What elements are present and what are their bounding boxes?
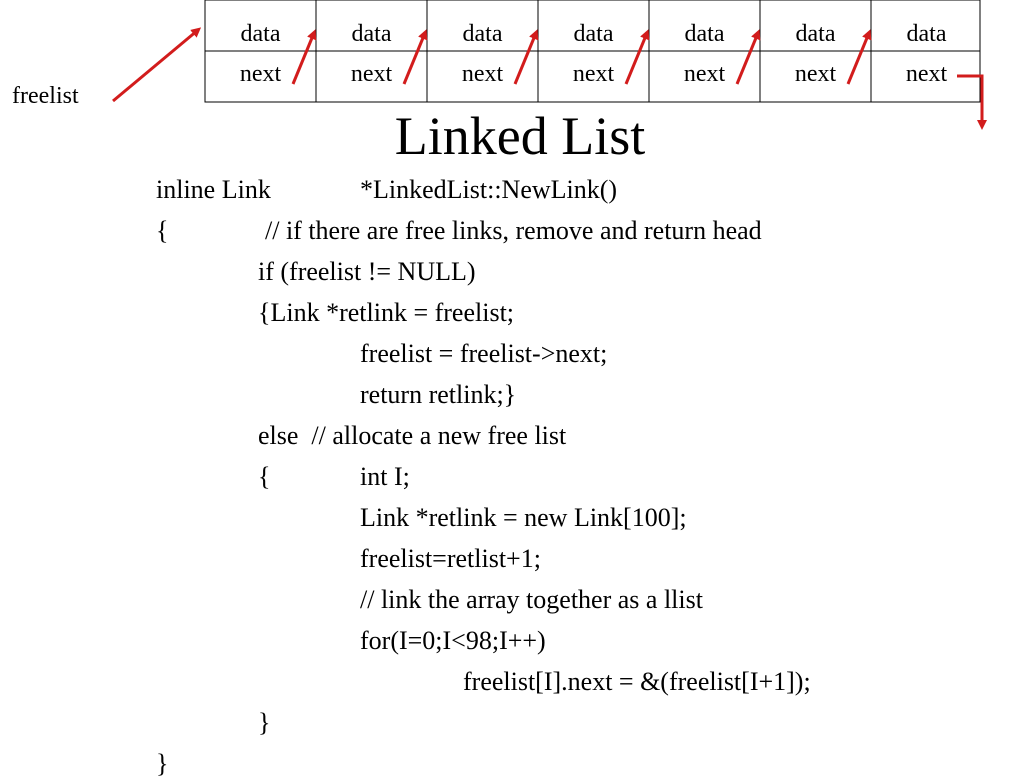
- node-3-data: data: [462, 21, 503, 47]
- code-line: freelist = freelist->next;: [360, 339, 608, 368]
- next-arrow-2: [402, 29, 428, 85]
- linked-list-diagram: [112, 0, 987, 130]
- code-line: Link *retlink = new Link[100];: [360, 503, 687, 532]
- node-grid: [204, 0, 981, 103]
- node-1-next: next: [239, 61, 282, 87]
- node-3-next: next: [461, 61, 504, 87]
- node-6-next: next: [794, 61, 837, 87]
- slide-title: Linked List: [394, 106, 646, 166]
- next-arrow-5: [735, 29, 761, 85]
- next-arrow-3: [513, 29, 539, 85]
- node-5-next: next: [683, 61, 726, 87]
- node-5-data: data: [684, 21, 725, 47]
- node-2-data: data: [351, 21, 392, 47]
- code-comment: // if there are free links, remove and r…: [265, 216, 762, 245]
- node-4-data: data: [573, 21, 614, 47]
- next-arrow-1: [291, 29, 317, 85]
- code-line: freelist=retlist+1;: [360, 544, 541, 573]
- node-7-next: next: [905, 61, 948, 87]
- code-line: {: [156, 216, 169, 245]
- code-line: int I;: [360, 462, 410, 491]
- code-line: if (freelist != NULL): [258, 257, 476, 286]
- freelist-arrow: [112, 27, 202, 103]
- next-arrow-4: [624, 29, 650, 85]
- code-line: inline Link: [156, 175, 271, 204]
- code-line: {: [258, 462, 271, 491]
- node-1-data: data: [240, 21, 281, 47]
- code-line: *LinkedList::NewLink(): [360, 175, 618, 204]
- code-line: {Link *retlink = freelist;: [258, 298, 515, 327]
- null-terminator-arrow: [957, 74, 987, 130]
- node-6-data: data: [795, 21, 836, 47]
- next-arrow-6: [846, 29, 872, 85]
- node-2-next: next: [350, 61, 393, 87]
- code-line: for(I=0;I<98;I++): [360, 626, 546, 655]
- node-4-next: next: [572, 61, 615, 87]
- code-line: }: [258, 708, 271, 737]
- code-line: }: [156, 749, 169, 778]
- pointer-arrows: [112, 27, 987, 130]
- code-line: return retlink;}: [360, 380, 517, 409]
- code-line: else // allocate a new free list: [258, 421, 567, 450]
- freelist-label: freelist: [12, 83, 79, 109]
- node-7-data: data: [906, 21, 947, 47]
- code-line: freelist[I].next = &(freelist[I+1]);: [463, 667, 811, 696]
- code-comment: // link the array together as a llist: [360, 585, 703, 614]
